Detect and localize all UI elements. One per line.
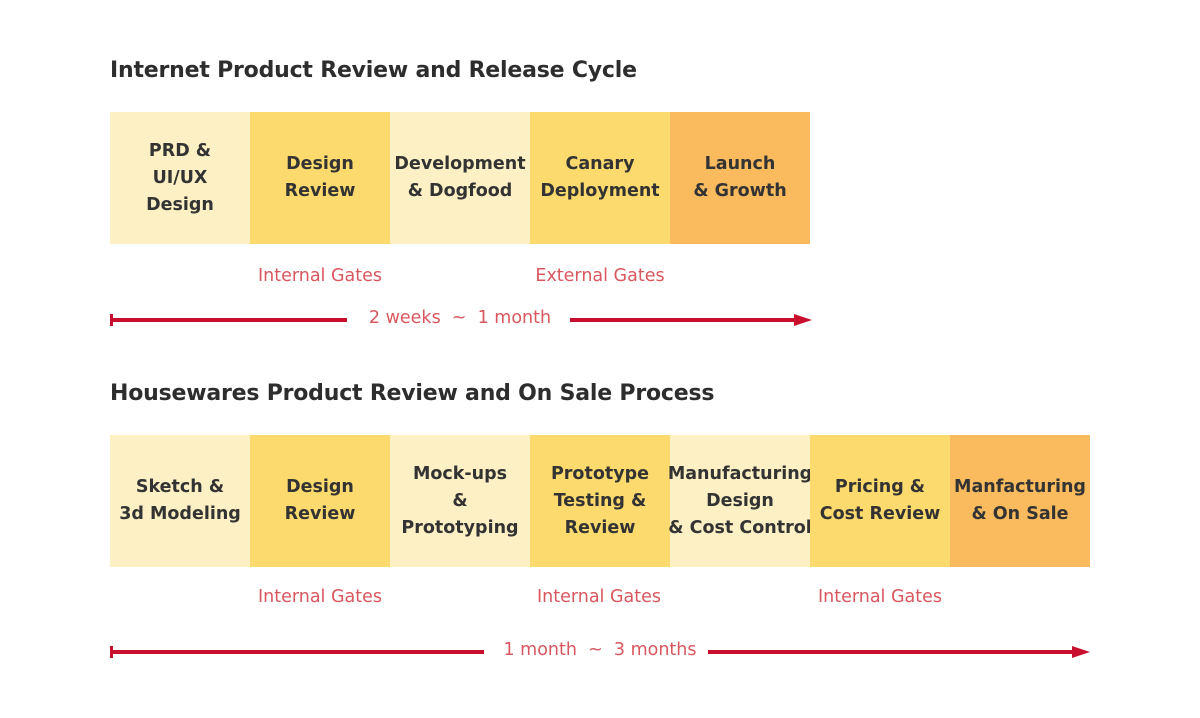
stage-sketch-3d-modeling: Sketch & 3d Modeling [110,435,250,567]
stage-design-review: Design Review [250,112,390,244]
section-1-duration-label: 2 weeks ~ 1 month [368,308,552,328]
stage-prd-ux-design: PRD & UI/UX Design [110,112,250,244]
arrow-line-left [110,318,347,322]
stage-pricing-cost-review: Pricing & Cost Review [810,435,950,567]
section-2-gate-internal-1: Internal Gates [257,587,383,607]
stage-manufacturing-on-sale: Manfacturing & On Sale [950,435,1090,567]
section-2-duration-arrow: 1 month ~ 3 months [110,640,1092,662]
section-1-title: Internet Product Review and Release Cycl… [110,58,637,83]
stage-development-dogfood: Development & Dogfood [390,112,530,244]
section-1-gate-internal: Internal Gates [257,266,383,286]
section-1-gate-external: External Gates [535,266,665,286]
section-2-stages: Sketch & 3d Modeling Design Review Mock-… [110,435,1090,567]
arrow-line-left [110,650,484,654]
stage-design-review: Design Review [250,435,390,567]
arrow-head-icon [794,314,812,326]
stage-prototype-testing-review: Prototype Testing & Review [530,435,670,567]
arrow-head-icon [1072,646,1090,658]
arrow-line-right [570,318,796,322]
stage-canary-deployment: Canary Deployment [530,112,670,244]
stage-mockups-prototyping: Mock-ups & Prototyping [390,435,530,567]
stage-launch-growth: Launch & Growth [670,112,810,244]
stage-manufacturing-design-cost: Manufacturing Design & Cost Control [668,435,812,567]
arrow-line-right [708,650,1074,654]
section-2-gate-internal-2: Internal Gates [536,587,662,607]
section-2-title: Housewares Product Review and On Sale Pr… [110,381,715,406]
section-2-gate-internal-3: Internal Gates [817,587,943,607]
section-2-duration-label: 1 month ~ 3 months [503,640,697,660]
section-1-duration-arrow: 2 weeks ~ 1 month [110,308,812,330]
section-1-stages: PRD & UI/UX Design Design Review Develop… [110,112,810,244]
